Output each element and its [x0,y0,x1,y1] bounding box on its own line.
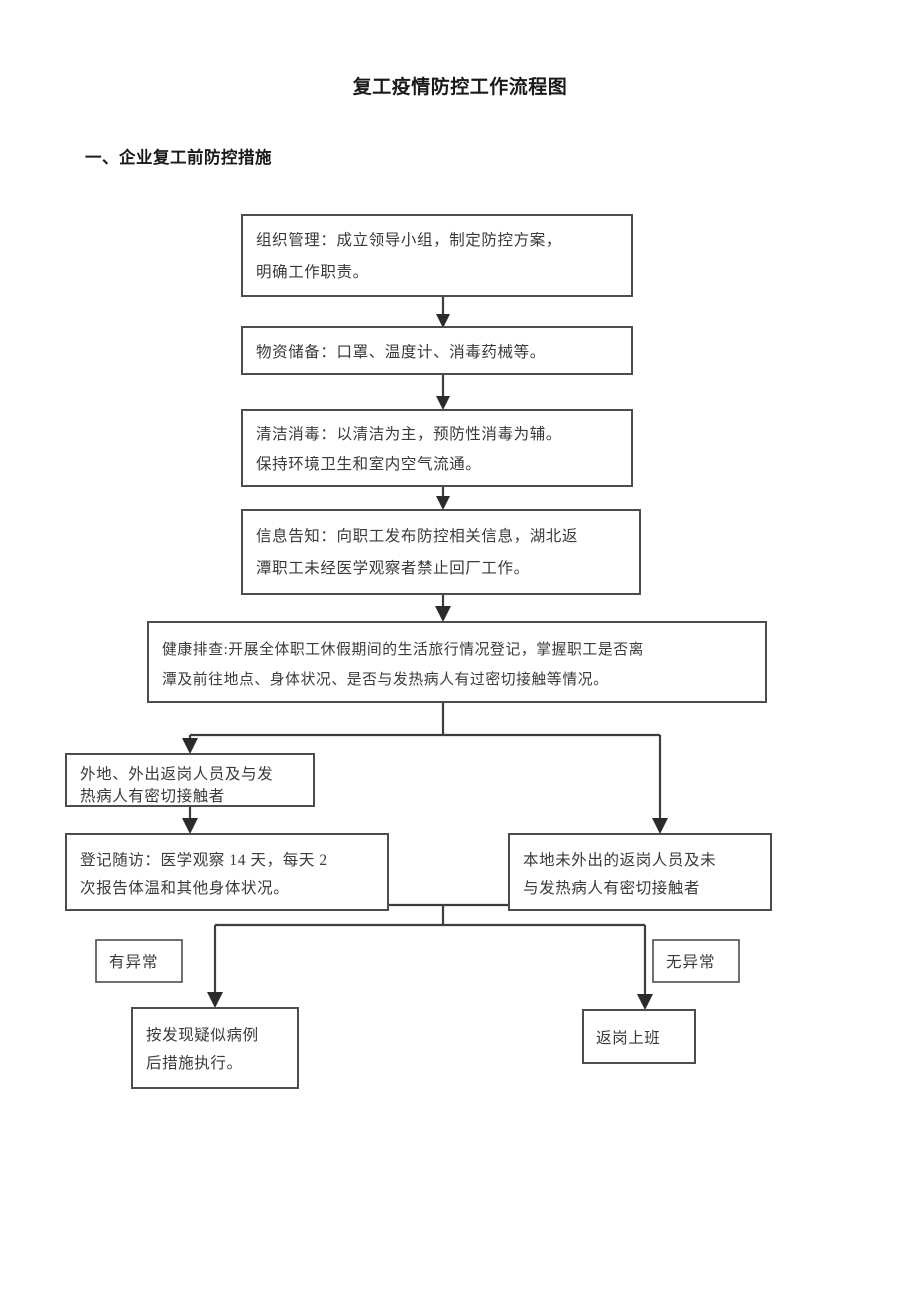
node-supplies-box[interactable] [241,326,633,375]
node-cleaning-line-1: 清洁消毒：以清洁为主，预防性消毒为辅。 [256,425,562,443]
label-normal[interactable]: 无异常 [652,939,740,983]
node-returnees-outside-box[interactable] [65,753,315,807]
node-returnees-outside[interactable]: 外地、外出返岗人员及与发 热病人有密切接触者 [65,753,315,807]
arrow-supplies-to-cleaning [436,396,450,410]
node-return-to-work-box[interactable] [582,1009,696,1064]
node-return-to-work[interactable]: 返岗上班 [582,1009,696,1064]
node-supplies[interactable]: 物资储备：口罩、温度计、消毒药械等。 [241,326,633,375]
arrow-split-to-returnees-outside [182,738,198,754]
node-org-management[interactable]: 组织管理：成立领导小组，制定防控方案， 明确工作职责。 [241,214,633,297]
label-abnormal-text: 有异常 [109,953,159,971]
node-cleaning[interactable]: 清洁消毒：以清洁为主，预防性消毒为辅。 保持环境卫生和室内空气流通。 [241,409,633,487]
arrow-information-to-health [435,606,451,622]
node-local-returnees-box[interactable] [508,833,772,911]
node-suspected-case[interactable]: 按发现疑似病例 后措施执行。 [131,1007,299,1089]
node-suspected-case-box[interactable] [131,1007,299,1089]
node-return-to-work-text: 返岗上班 [596,1029,660,1047]
page-title: 复工疫情防控工作流程图 [352,77,568,98]
node-local-returnees-line-2: 与发热病人有密切接触者 [523,879,700,897]
node-follow-up-box[interactable] [65,833,389,911]
node-health-screening-line-1: 健康排查:开展全体职工休假期间的生活旅行情况登记，掌握职工是否离 [162,640,644,658]
section-heading: 一、企业复工前防控措施 [85,149,272,167]
label-normal-text: 无异常 [666,953,716,971]
label-normal-box[interactable] [652,939,740,983]
node-follow-up-line-1: 登记随访：医学观察 14 天，每天 2 [80,851,328,869]
node-returnees-outside-line-1: 外地、外出返岗人员及与发 [80,765,273,783]
node-health-screening[interactable]: 健康排查:开展全体职工休假期间的生活旅行情况登记，掌握职工是否离 潭及前往地点、… [147,621,767,703]
node-org-management-line-1: 组织管理：成立领导小组，制定防控方案， [256,231,562,249]
node-suspected-case-line-2: 后措施执行。 [146,1054,243,1072]
node-information-line-2: 潭职工未经医学观察者禁止回厂工作。 [256,559,530,577]
arrow-to-return-to-work [637,994,653,1010]
node-org-management-line-2: 明确工作职责。 [256,263,369,281]
node-suspected-case-line-1: 按发现疑似病例 [146,1026,259,1044]
arrow-split-to-local-returnees [652,818,668,834]
connector-layer [182,296,668,1010]
arrow-to-suspected-case [207,992,223,1008]
node-health-screening-line-2: 潭及前往地点、身体状况、是否与发热病人有过密切接触等情况。 [162,670,609,688]
node-health-screening-box[interactable] [147,621,767,703]
node-cleaning-box[interactable] [241,409,633,487]
node-information-box[interactable] [241,509,641,595]
node-local-returnees[interactable]: 本地未外出的返岗人员及未 与发热病人有密切接触者 [508,833,772,911]
node-information-line-1: 信息告知：向职工发布防控相关信息，湖北返 [256,527,578,545]
node-follow-up-line-2: 次报告体温和其他身体状况。 [80,879,289,897]
node-local-returnees-line-1: 本地未外出的返岗人员及未 [523,851,716,869]
node-org-management-box[interactable] [241,214,633,297]
node-information[interactable]: 信息告知：向职工发布防控相关信息，湖北返 潭职工未经医学观察者禁止回厂工作。 [241,509,641,595]
arrow-org-to-supplies [436,314,450,328]
arrow-cleaning-to-information [436,496,450,510]
node-returnees-outside-line-2: 热病人有密切接触者 [80,787,225,805]
node-supplies-line-1: 物资储备：口罩、温度计、消毒药械等。 [256,343,546,361]
label-abnormal[interactable]: 有异常 [95,939,183,983]
node-follow-up[interactable]: 登记随访：医学观察 14 天，每天 2 次报告体温和其他身体状况。 [65,833,389,911]
arrow-returnees-to-followup [182,818,198,834]
node-cleaning-line-2: 保持环境卫生和室内空气流通。 [256,454,481,473]
label-abnormal-box[interactable] [95,939,183,983]
